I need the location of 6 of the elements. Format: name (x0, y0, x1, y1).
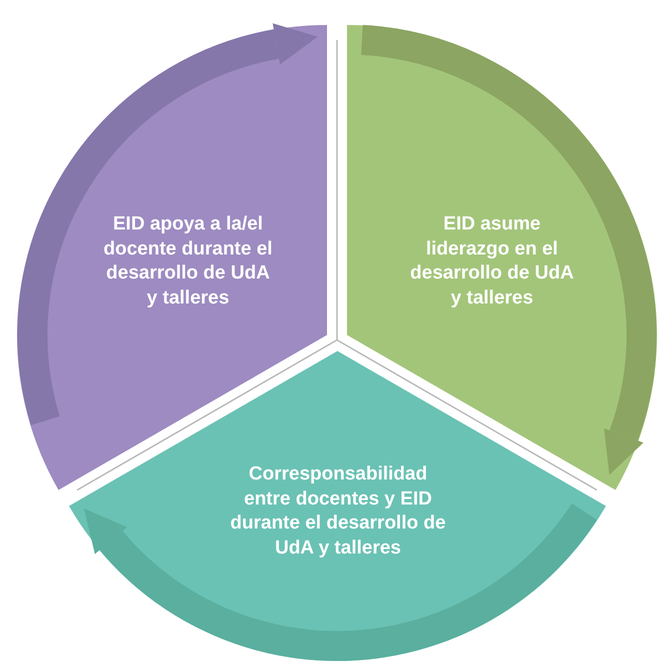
curved-arrow (82, 502, 596, 661)
sector-text: EID apoya a la/el docente durante el desarrollo de UdA y talleres (102, 212, 274, 311)
curved-arrow (18, 24, 318, 424)
sector-text: Corresponsabilidad entre docentes y EID durante el desarrollo de UdA y talleres (229, 462, 447, 561)
sector-text: EID asume liderazgo en el desarrollo de UdA y talleres (409, 212, 575, 311)
cycle-sector (68, 351, 606, 661)
